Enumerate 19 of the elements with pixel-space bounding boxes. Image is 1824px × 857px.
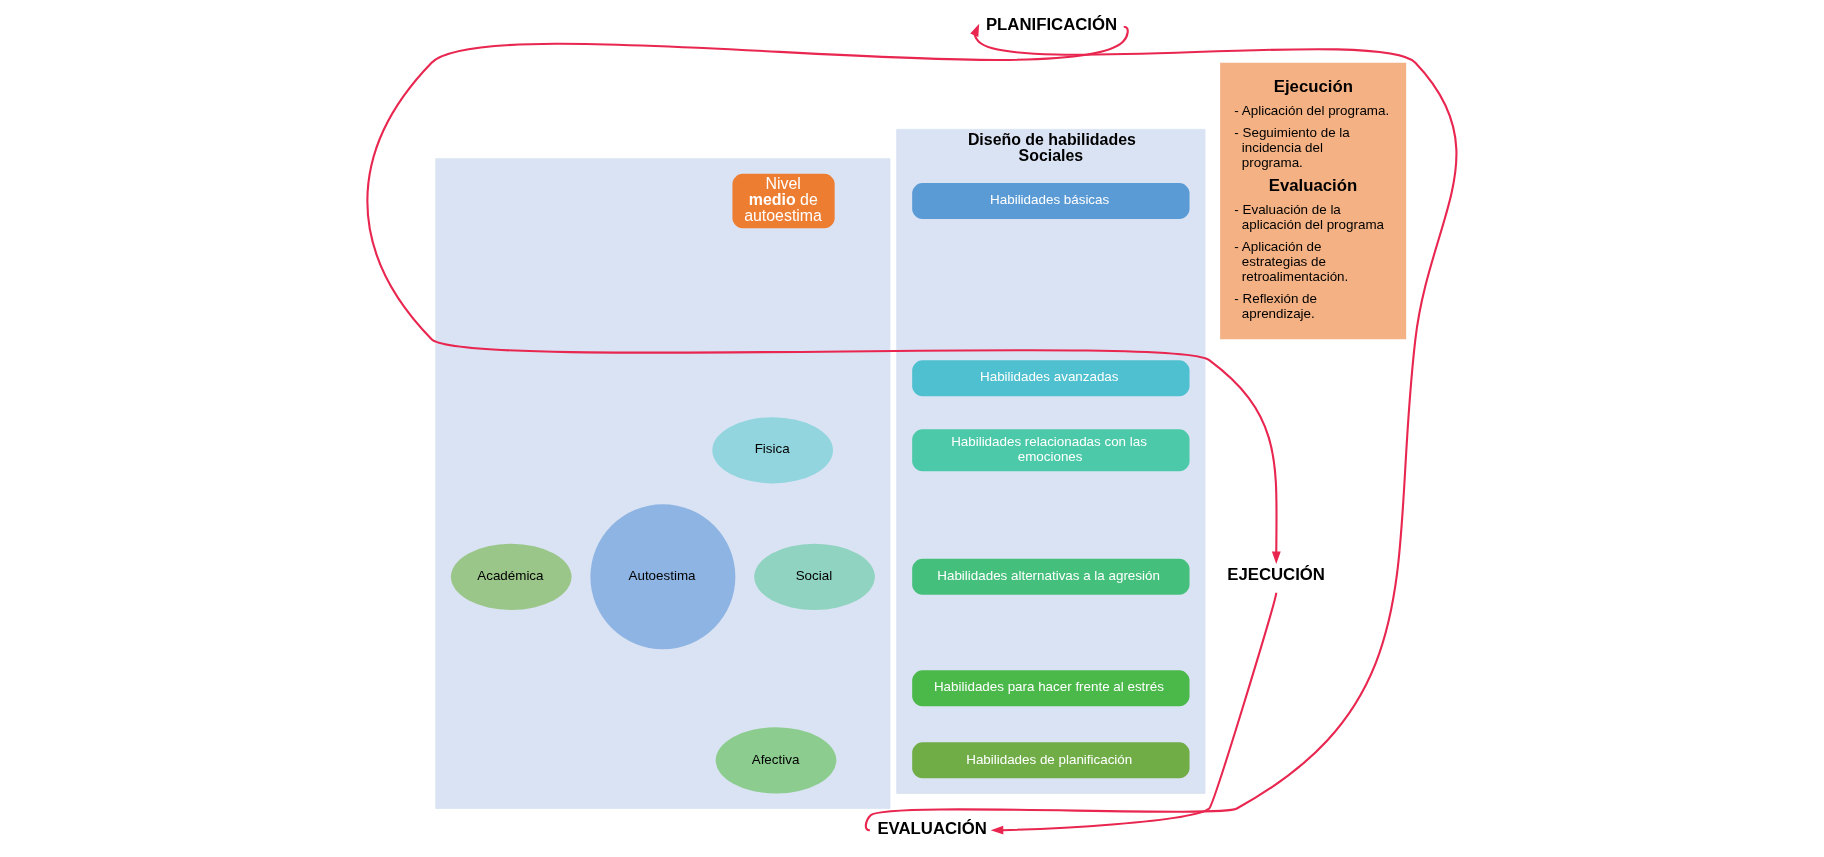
node-box: Habilidades alternativas a la agresión — [912, 558, 1190, 595]
node-box: Habilidades avanzadas — [912, 360, 1190, 397]
arrow — [366, 26, 1281, 565]
node-box: Habilidades básicas — [912, 183, 1190, 219]
node-box: Nivel medio de autoestima — [732, 173, 835, 229]
node-ellipse: Afectiva — [715, 727, 837, 794]
node-box: Habilidades de planificación — [912, 742, 1190, 779]
node-box: Habilidades relacionadas con las emociones — [912, 429, 1190, 472]
node-text: EJECUCIÓN — [1227, 565, 1325, 585]
node-box: Ejecución - Aplicación del programa. - Seguimiento de la incidencia del programa. Evaluación - Evaluación de la aplicación del programa - Aplicación de estrategias de retroalimentación. - Reflexión de aprendizaje. — [1220, 62, 1407, 340]
node-text: PLANIFICACIÓN — [985, 15, 1118, 35]
node-text: EVALUACIÓN — [877, 818, 987, 838]
node-ellipse: Social — [754, 543, 875, 610]
node-ellipse: Académica — [450, 543, 572, 610]
node-box: Habilidades para hacer frente al estrés — [912, 670, 1190, 707]
cluster — [435, 158, 891, 809]
node-circle: Autoestima — [590, 504, 736, 650]
arrow — [990, 592, 1278, 835]
node-ellipse: Fisica — [712, 417, 833, 484]
